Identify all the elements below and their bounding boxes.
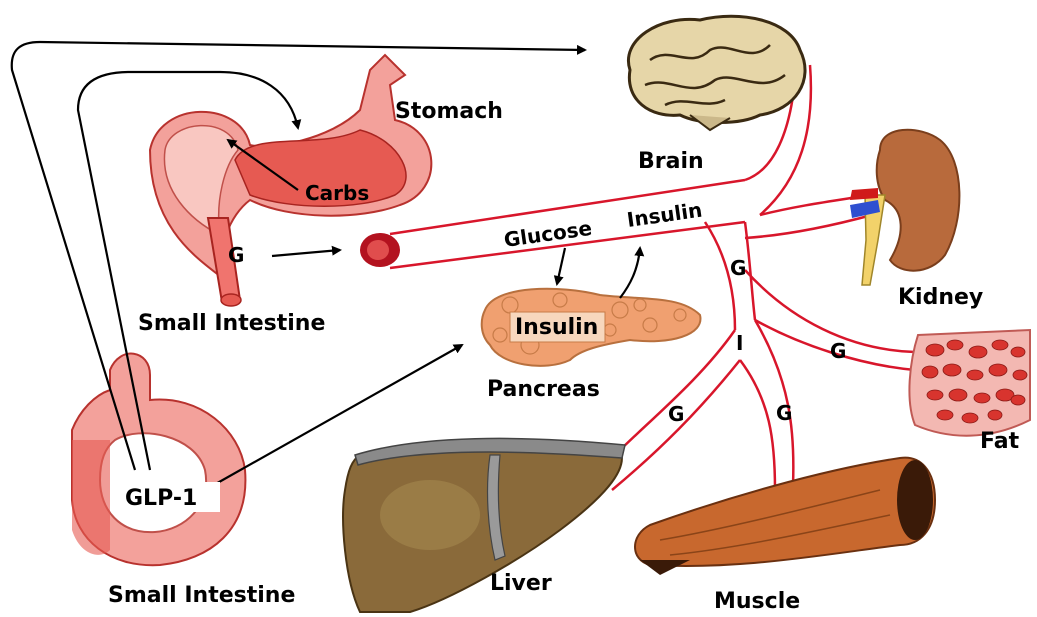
vessel-opening xyxy=(360,233,400,267)
label-brain: Brain xyxy=(638,149,704,174)
label-g-muscle: G xyxy=(776,401,792,425)
label-liver: Liver xyxy=(490,571,552,596)
blood-vessels xyxy=(390,65,915,490)
liver-organ xyxy=(343,438,625,612)
small-intestine-bottom-organ xyxy=(72,354,245,566)
label-i-branch: I xyxy=(736,331,743,355)
label-carbs: Carbs xyxy=(305,181,369,205)
label-pancreas-insulin: Insulin xyxy=(515,315,598,340)
label-g-liver: G xyxy=(668,402,684,426)
muscle-organ xyxy=(635,458,935,575)
label-small-intestine-bottom: Small Intestine xyxy=(108,583,295,608)
label-pancreas: Pancreas xyxy=(487,377,600,402)
fat-organ xyxy=(909,330,1030,436)
label-g-branch: G xyxy=(730,256,746,280)
label-glp1: GLP-1 xyxy=(125,486,197,511)
label-g-fat: G xyxy=(830,339,846,363)
label-stomach: Stomach xyxy=(395,99,503,124)
vessel-kidney-b xyxy=(745,215,872,238)
label-muscle: Muscle xyxy=(714,589,800,614)
label-insulin-vessel: Insulin xyxy=(625,198,703,232)
arrow-g-to-vessel xyxy=(272,250,340,256)
vessel-muscle-a xyxy=(740,360,775,490)
label-small-intestine-top: Small Intestine xyxy=(138,311,325,336)
brain-organ xyxy=(628,16,805,130)
vessel-liver-a xyxy=(615,330,735,455)
arrow-glucose-to-pancreas xyxy=(557,248,565,284)
label-kidney: Kidney xyxy=(898,285,983,310)
label-fat: Fat xyxy=(980,429,1020,454)
label-g-intestine: G xyxy=(228,243,244,267)
arrow-insulin-to-vessel xyxy=(620,248,640,298)
kidney-organ xyxy=(850,130,959,285)
